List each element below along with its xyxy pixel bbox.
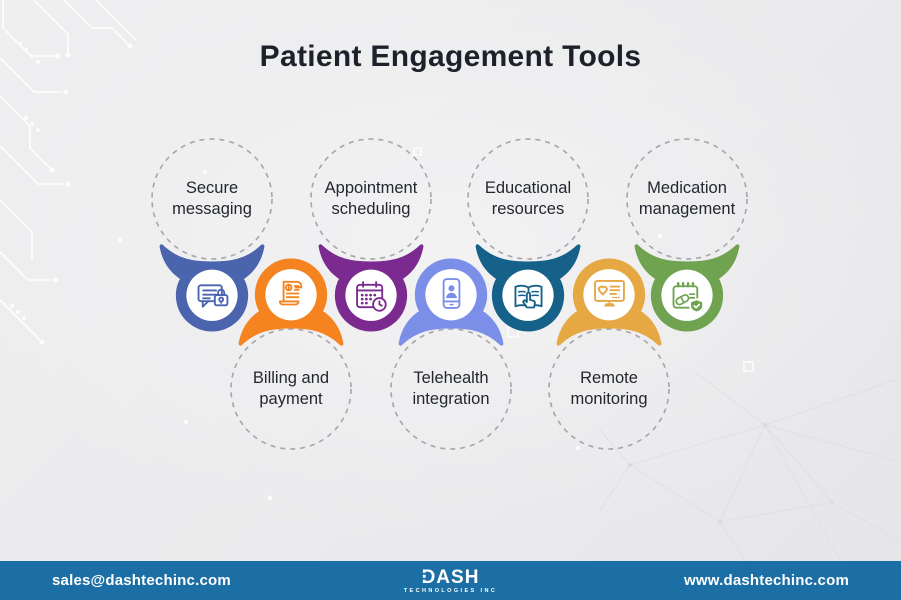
dash-logo: DASH TECHNOLOGIES INC [404,567,497,594]
dash-logo-rest: ASH [436,566,480,588]
page-title: Patient Engagement Tools [259,40,642,73]
item-label: Appointment scheduling [324,179,418,218]
footer-website: www.dashtechinc.com [684,572,849,589]
label-circle: Secure messaging [150,137,274,261]
dashed-circle [151,138,273,260]
item-label: Medication management [638,179,736,218]
dashed-circle [310,138,432,260]
icon-circle [583,269,635,321]
label-circle: Educational resources [466,137,590,261]
dashed-circle [230,328,352,450]
claw-ribbon-shape [238,258,344,346]
dash-logo-text: DASH [421,566,480,588]
label-circle: Telehealth integration [389,327,513,451]
educational-resources-icon [502,270,554,322]
icon-circle [265,269,317,321]
item-label: Secure messaging [172,179,252,218]
dashed-circle [548,328,670,450]
dash-logo-subtext: TECHNOLOGIES INC [403,587,498,594]
item-label: Educational resources [484,179,572,218]
telehealth-integration-icon [425,267,477,319]
item-label: Remote monitoring [570,369,648,408]
item-medication-management: Medication management [625,137,749,332]
label-circle: Billing and payment [229,327,353,451]
claw-ribbon-shape [398,258,504,346]
footer-bar: sales@dashtechinc.com DASH TECHNOLOGIES … [0,561,901,600]
item-secure-messaging: Secure messaging [150,137,274,332]
dashed-circle [390,328,512,450]
appointment-scheduling-icon [345,270,397,322]
dashed-circle [467,138,589,260]
dash-logo-d: D [421,566,437,588]
item-label: Billing and payment [252,369,330,408]
item-telehealth-integration: Telehealth integration [389,258,513,451]
label-circle: Remote monitoring [547,327,671,451]
medication-management-icon [661,270,713,322]
item-appointment-scheduling: Appointment scheduling [309,137,433,332]
billing-payment-icon [265,267,317,319]
claw-ribbon-shape [159,244,265,332]
icon-circle [186,269,238,321]
label-circle: Appointment scheduling [309,137,433,261]
secure-messaging-icon [186,270,238,322]
remote-monitoring-icon [583,267,635,319]
dashed-circle [626,138,748,260]
item-billing-payment: Billing and payment [229,258,353,451]
label-circle: Medication management [625,137,749,261]
footer-email: sales@dashtechinc.com [52,572,231,589]
item-label: Telehealth integration [412,369,490,408]
item-educational-resources: Educational resources [466,137,590,332]
item-remote-monitoring: Remote monitoring [547,258,671,451]
